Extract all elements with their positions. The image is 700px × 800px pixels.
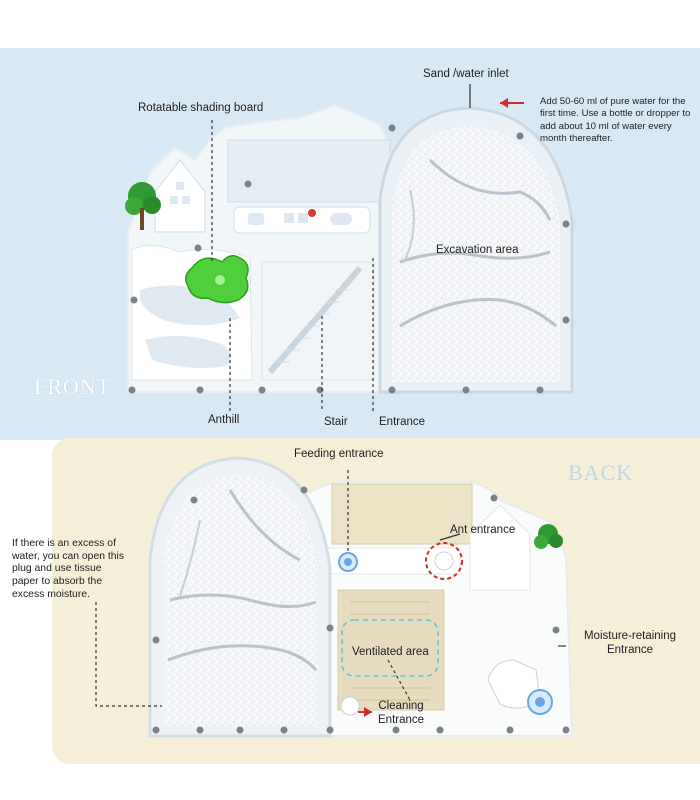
back-callout-lines xyxy=(95,470,566,707)
back-side-label: BACK xyxy=(568,460,634,485)
water-note-arrow xyxy=(500,98,524,108)
moisture-entrance-line2: Entrance xyxy=(606,643,654,656)
front-side-label: FRONT xyxy=(34,374,112,399)
ventilated-area-label: Ventilated area xyxy=(352,646,429,658)
cleaning-entrance-arrow xyxy=(358,707,372,717)
excess-water-note: If there is an excess of water, you can … xyxy=(12,538,125,600)
moisture-entrance-line1: Moisture-retaining xyxy=(583,630,677,642)
ant-entrance-label: Ant entrance xyxy=(450,524,516,536)
excavation-area-label: Excavation area xyxy=(436,244,519,256)
moisture-entrance-label: Moisture-retaining Entrance xyxy=(566,630,694,658)
cleaning-entrance-label: Cleaning Entrance xyxy=(378,700,424,728)
feeding-entrance-label: Feeding entrance xyxy=(294,448,384,460)
front-ant-farm xyxy=(125,103,574,394)
shading-board-label: Rotatable shading board xyxy=(138,102,264,114)
stair-label: Stair xyxy=(324,416,348,428)
front-callout-lines xyxy=(211,84,471,412)
water-note: Add 50-60 ml of pure water for the first… xyxy=(540,96,691,144)
sand-water-inlet-label: Sand /water inlet xyxy=(423,68,509,80)
back-ant-farm xyxy=(148,456,574,738)
anthill-label: Anthill xyxy=(208,414,240,426)
cleaning-entrance-line1: Cleaning xyxy=(378,700,424,712)
bottom-strip xyxy=(0,764,700,800)
entrance-label: Entrance xyxy=(379,416,426,428)
cleaning-entrance-line2: Entrance xyxy=(378,713,425,726)
